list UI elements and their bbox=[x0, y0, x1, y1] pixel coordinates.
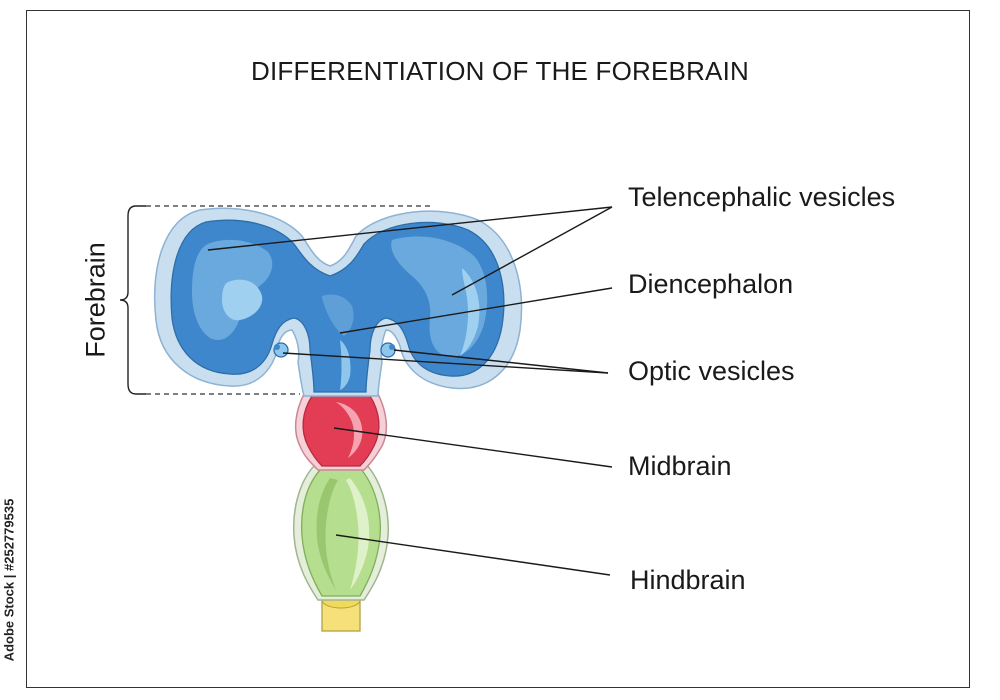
midbrain-region bbox=[296, 394, 387, 470]
label-midbrain: Midbrain bbox=[628, 451, 732, 482]
forebrain-bracket bbox=[120, 206, 146, 394]
label-diencephalon: Diencephalon bbox=[628, 269, 793, 300]
label-hindbrain: Hindbrain bbox=[630, 565, 746, 596]
hindbrain-region bbox=[294, 462, 389, 600]
label-telencephalic-vesicles: Telencephalic vesicles bbox=[628, 182, 895, 213]
label-optic-vesicles: Optic vesicles bbox=[628, 356, 795, 387]
